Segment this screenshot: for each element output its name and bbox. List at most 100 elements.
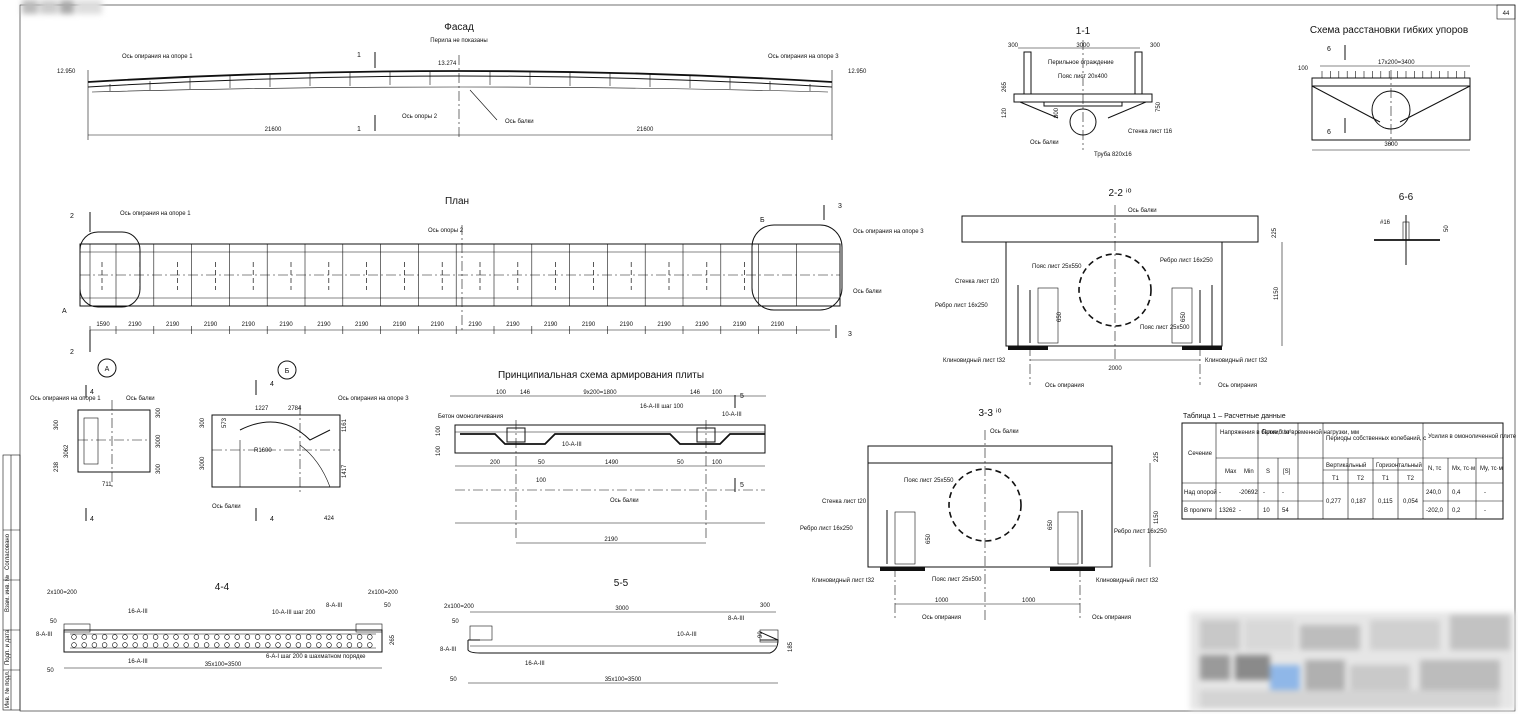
facade-span-right: 21600 bbox=[637, 127, 654, 133]
sec33-box bbox=[867, 462, 1113, 568]
sec44-d-bottom: 35х100=3500 bbox=[205, 662, 242, 668]
blurred-title-block bbox=[1190, 612, 1515, 710]
rebar-dim-top: 9х200=1800 bbox=[583, 390, 617, 396]
sec66-label: #16 bbox=[1380, 220, 1391, 226]
table-cell: 54 bbox=[1282, 508, 1289, 514]
rebar-d100b: 100 bbox=[712, 390, 723, 396]
table-h-mx: Mx, тс·м bbox=[1452, 466, 1475, 472]
detailB-support: Ось опирания на опоре 3 bbox=[338, 396, 409, 402]
section-2-2: 2-2 ⁱ⁰ Ось балки 2000 1150 225 650 650 С… bbox=[935, 188, 1283, 389]
sec33-title: 3-3 ⁱ⁰ bbox=[978, 408, 1001, 419]
table-cell: 13262 bbox=[1219, 508, 1236, 514]
rebar-dot-bottom bbox=[367, 642, 373, 648]
sec44-bar-bot: 16-А-III bbox=[128, 659, 148, 665]
sec44-bar-l: 8-А-III bbox=[36, 632, 53, 638]
detailA-d2: 3062 bbox=[64, 444, 70, 458]
detailA-beam: Ось балки bbox=[126, 396, 155, 402]
scheme-dim-bottom: 3600 bbox=[1384, 142, 1398, 148]
rebar-dot-bottom bbox=[346, 642, 353, 648]
sec55-d-bottom: 35х100=3500 bbox=[605, 677, 642, 683]
plan-title: План bbox=[445, 196, 469, 207]
table-h-my: My, тс·м bbox=[1480, 466, 1503, 472]
facade-cut-mark-bottom: 1 bbox=[357, 126, 361, 133]
sec22-flange-bot: Пояс лист 25х500 bbox=[1140, 325, 1190, 331]
detailA-sec-top: 4 bbox=[90, 389, 94, 396]
detailA-sec-bottom: 4 bbox=[90, 516, 94, 523]
rebar-dot-top bbox=[295, 634, 302, 640]
table-h-t2b: T2 bbox=[1407, 476, 1415, 482]
facade-cut-mark-top: 1 bbox=[357, 52, 361, 59]
rebar-dot-bottom bbox=[234, 642, 240, 648]
sec33-d1000a: 1000 bbox=[935, 598, 949, 604]
table-cell: В пролете bbox=[1184, 508, 1213, 514]
sec66-dim: 50 bbox=[1444, 225, 1450, 232]
rebar-dot-bottom bbox=[265, 642, 271, 648]
sec33-deck bbox=[867, 445, 1113, 464]
rebar-dot-top bbox=[305, 634, 312, 640]
sec22-box bbox=[1005, 241, 1223, 347]
rebar-d50a: 50 bbox=[538, 460, 545, 466]
rebar-beam: Ось балки bbox=[610, 498, 639, 504]
sec11-rail-left bbox=[1023, 51, 1032, 95]
rebar-dot-top bbox=[132, 634, 138, 640]
rebar-dot-top bbox=[173, 634, 179, 640]
stamp-text-1: Согласовано bbox=[5, 533, 11, 570]
rebar-bar1: 16-А-III шаг 100 bbox=[640, 404, 684, 410]
rebar-dot-bottom bbox=[163, 642, 169, 648]
facade-elev-right: 12.950 bbox=[848, 69, 867, 75]
detailB-d6: R1600 bbox=[254, 448, 272, 454]
rebar-mark-bottom: 5 bbox=[740, 482, 744, 489]
sec33-flange-bot: Пояс лист 25х500 bbox=[932, 577, 982, 583]
plan-mark-2-top: 2 bbox=[70, 213, 74, 220]
rebar-dot-bottom bbox=[336, 642, 342, 648]
section-1-1: 1-1 300 3000 300 Перильное ограждение По… bbox=[1002, 26, 1173, 158]
plan-callout-B bbox=[751, 224, 843, 311]
sec11-h1: 265 bbox=[1002, 81, 1008, 92]
plan-dim-bay: 2190 bbox=[771, 322, 785, 328]
table-h-min: Min bbox=[1244, 469, 1254, 475]
facade-beam-axis: Ось балки bbox=[505, 119, 534, 125]
sec55-d50: 50 bbox=[452, 619, 459, 625]
rebar-dot-top bbox=[152, 634, 159, 640]
plan-support1: Ось опирания на опоре 1 bbox=[120, 211, 191, 217]
rebar-dot-top bbox=[112, 634, 118, 640]
sec33-beam-axis: Ось балки bbox=[990, 429, 1019, 435]
rebar-dot-top bbox=[244, 634, 251, 640]
plan-dim-bay: 2190 bbox=[468, 322, 482, 328]
detailA-support: Ось опирания на опоре 1 bbox=[30, 396, 101, 402]
sec22-rib-left: Ребро лист 16х250 bbox=[935, 303, 988, 309]
rebar-dot-top bbox=[91, 634, 98, 640]
table-h-t1b: T1 bbox=[1382, 476, 1390, 482]
scheme-dim-left: 100 bbox=[1298, 66, 1309, 72]
sec11-dim-left: 300 bbox=[1008, 43, 1019, 49]
plan-dim-bay: 2190 bbox=[355, 322, 369, 328]
plan-beam-axis: Ось балки bbox=[853, 289, 882, 295]
rebar-dot-top bbox=[275, 634, 281, 640]
sec22-dim-w: 2000 bbox=[1108, 366, 1122, 372]
detailB-beam: Ось балки bbox=[212, 504, 241, 510]
table-h-section: Сечение bbox=[1188, 451, 1213, 457]
sec44-title: 4-4 bbox=[215, 582, 230, 593]
rebar-dot-bottom bbox=[122, 642, 128, 648]
rebar-dot-top bbox=[336, 634, 342, 640]
sec11-beam-axis: Ось балки bbox=[1030, 140, 1059, 146]
table-cell: 0,4 bbox=[1452, 490, 1461, 496]
table-h-max: Max bbox=[1225, 469, 1236, 475]
rebar-dot-bottom bbox=[326, 642, 332, 648]
sec55-title: 5-5 bbox=[614, 578, 629, 589]
facade-ribs bbox=[109, 71, 811, 91]
table-h-forces: Усилия в омоноличенной плите bbox=[1428, 433, 1517, 440]
detailA-mark-circle bbox=[97, 358, 117, 378]
facade-support1: Ось опирания на опоре 1 bbox=[122, 54, 193, 60]
rebar-concrete: Бетон омоноличивания bbox=[438, 414, 503, 420]
sec22-wedge-right bbox=[1182, 346, 1222, 350]
table-cell: -20692 bbox=[1239, 490, 1258, 496]
table-h-periods: Периоды собственных колебаний, с bbox=[1326, 435, 1426, 442]
rebar-d146b: 146 bbox=[690, 390, 701, 396]
rebar-d146a: 146 bbox=[520, 390, 531, 396]
rebar-dot-bottom bbox=[71, 642, 77, 648]
detailB-sec-bottom: 4 bbox=[270, 516, 274, 523]
rebar-dot-bottom bbox=[183, 642, 189, 648]
rebar-h100: 100 bbox=[436, 425, 442, 436]
table-cell: - bbox=[1239, 508, 1241, 514]
